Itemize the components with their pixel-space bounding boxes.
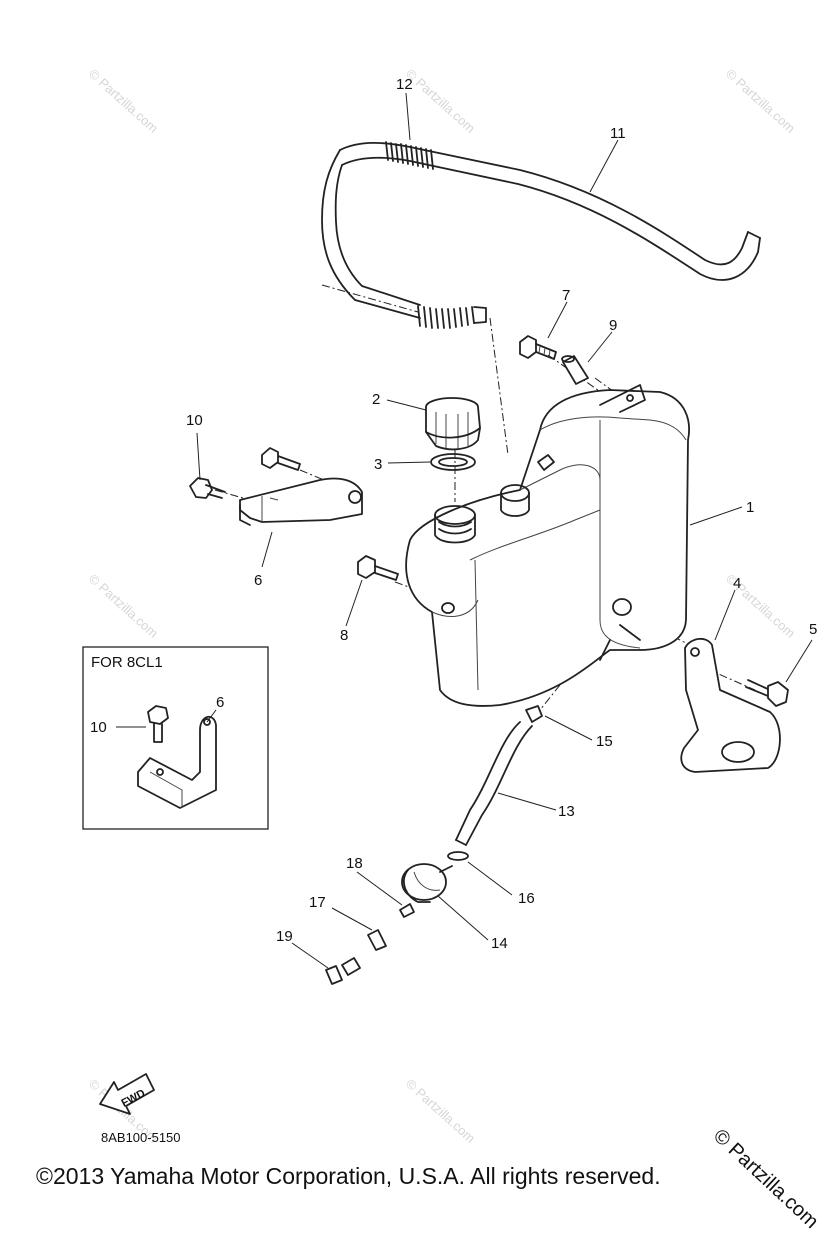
watermark: © Partzilla.com xyxy=(86,66,161,136)
callout-1: 1 xyxy=(746,499,754,516)
callout-13: 13 xyxy=(558,803,575,820)
callout-numbers: 12 11 7 9 2 10 3 1 6 8 4 5 15 13 18 16 1… xyxy=(186,76,817,952)
inset-title: FOR 8CL1 xyxy=(91,654,163,671)
inset-for-8cl1: FOR 8CL1 10 6 xyxy=(82,646,269,830)
tank-cap-part-2 xyxy=(425,397,481,451)
callout-9: 9 xyxy=(609,317,617,334)
clip-part-16 xyxy=(447,851,469,861)
bracket-part-6 xyxy=(239,447,363,526)
callout-3: 3 xyxy=(374,456,382,473)
callout-4: 4 xyxy=(733,575,741,592)
bolt-part-5 xyxy=(745,679,789,707)
fitting-part-15 xyxy=(525,705,543,723)
filter-part-14 xyxy=(401,863,453,903)
collar-part-9 xyxy=(561,355,589,385)
watermark: © Partzilla.com xyxy=(403,66,478,136)
bracket-part-4 xyxy=(680,638,781,773)
bolt-part-10 xyxy=(189,477,226,499)
callout-6: 6 xyxy=(254,572,262,589)
callout-16: 16 xyxy=(518,890,535,907)
callout-10: 10 xyxy=(186,412,203,429)
exploded-parts-diagram: © Partzilla.com © Partzilla.com © Partzi… xyxy=(82,66,817,1146)
inset-callout-10: 10 xyxy=(90,719,107,736)
vent-hose-part-11 xyxy=(321,142,761,319)
leader-lines xyxy=(196,92,813,969)
watermark: © Partzilla.com xyxy=(723,66,798,136)
spring-clip-part-12 xyxy=(385,141,487,329)
callout-14: 14 xyxy=(491,935,508,952)
callout-19: 19 xyxy=(276,928,293,945)
watermark: © Partzilla.com xyxy=(403,1076,478,1146)
copyright-notice: ©2013 Yamaha Motor Corporation, U.S.A. A… xyxy=(36,1163,661,1189)
diagram-code: 8AB100-5150 xyxy=(101,1130,181,1145)
oil-hose-part-13 xyxy=(455,721,533,846)
callout-5: 5 xyxy=(809,621,817,638)
fwd-arrow-icon: FWD xyxy=(99,1073,155,1115)
gasket-part-3 xyxy=(430,453,476,471)
callout-18: 18 xyxy=(346,855,363,872)
callout-7: 7 xyxy=(562,287,570,304)
watermark: © Partzilla.com xyxy=(86,571,161,641)
clip-part-18 xyxy=(399,903,415,918)
callout-11: 11 xyxy=(610,125,626,142)
callout-15: 15 xyxy=(596,733,613,750)
bolt-part-8 xyxy=(357,555,399,581)
inset-callout-6: 6 xyxy=(216,694,224,711)
oil-tank-part-1 xyxy=(405,384,690,707)
fitting-part-19 xyxy=(325,965,343,985)
callout-8: 8 xyxy=(340,627,348,644)
callout-2: 2 xyxy=(372,391,380,408)
bolt-part-7 xyxy=(519,335,557,360)
callout-12: 12 xyxy=(396,76,413,93)
hose-part-17 xyxy=(341,929,387,976)
callout-17: 17 xyxy=(309,894,326,911)
